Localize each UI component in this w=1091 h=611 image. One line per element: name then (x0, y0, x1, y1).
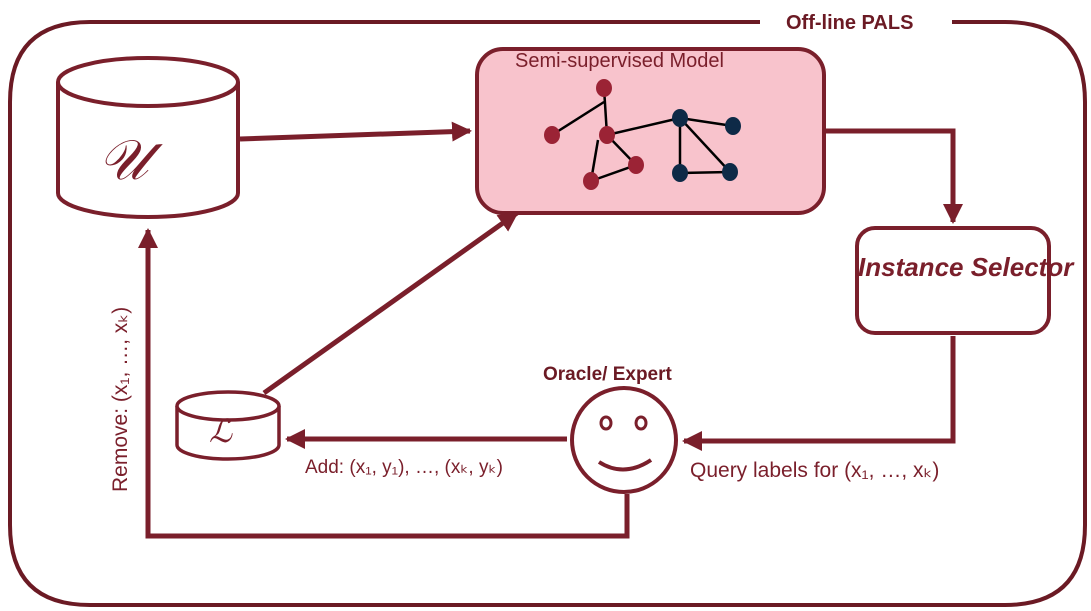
labeled-pool-cylinder (175, 390, 281, 461)
unlabeled-pool-cylinder (56, 56, 240, 219)
arrow-model-to-selector (824, 128, 963, 224)
graph-node (628, 156, 644, 174)
graph-node (672, 164, 688, 182)
remove-instances-text: Remove: (x₁, …, xₖ) (109, 306, 132, 492)
graph-node (583, 172, 599, 190)
graph-node (672, 109, 688, 127)
graph-node (599, 126, 615, 144)
flow-arrows (138, 121, 963, 539)
add-labels-text: Add: (x₁, y₁), …, (xₖ, yₖ) (305, 457, 503, 478)
instance-selector-label: Instance Selector (858, 252, 1074, 282)
arrow-labeled-to-model (262, 210, 519, 396)
graph-node (722, 163, 738, 181)
graph-node (596, 79, 612, 97)
graph-node (725, 117, 741, 135)
labeled-pool-symbol: ℒ (209, 412, 233, 450)
pals-frame (8, 20, 1087, 607)
oracle-face-icon (570, 386, 678, 494)
graph-nodes (544, 79, 741, 190)
arrow-unlabeled-to-model (239, 121, 472, 142)
arrow-selector-to-oracle (682, 336, 956, 451)
graph-node (544, 126, 560, 144)
model-box (475, 47, 826, 215)
model-title: Semi-supervised Model (515, 50, 724, 72)
query-labels-text: Query labels for (x₁, …, xₖ) (690, 459, 940, 482)
oracle-label: Oracle/ Expert (543, 364, 672, 385)
instance-selector-box (855, 226, 1051, 335)
frame-title: Off-line PALS (786, 12, 914, 34)
arrow-remove-to-unlabeled (138, 228, 630, 539)
unlabeled-pool-symbol: 𝒰 (98, 128, 149, 193)
